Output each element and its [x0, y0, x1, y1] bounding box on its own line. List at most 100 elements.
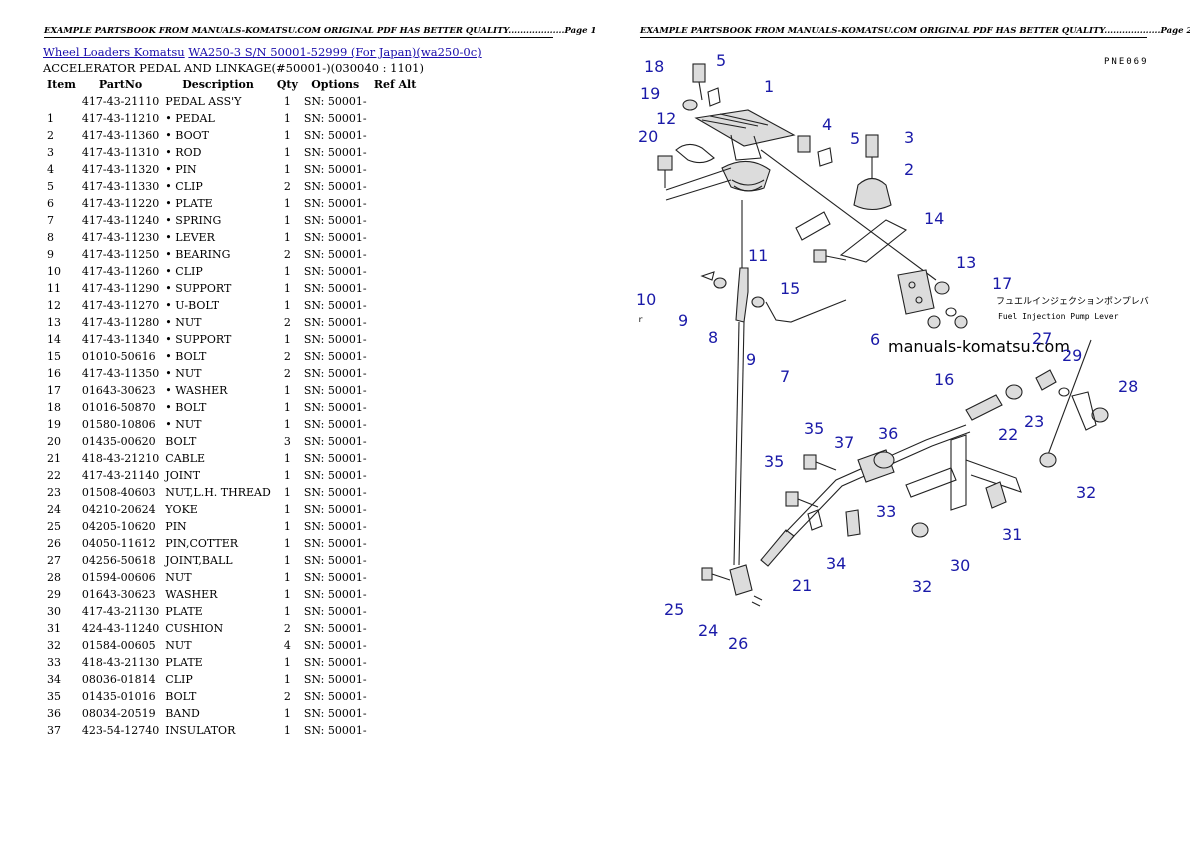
cell-description: • SUPPORT — [165, 282, 232, 295]
cell-partno: 417-43-11360 — [81, 129, 160, 142]
cell-options: SN: 50001- — [303, 707, 367, 720]
cell-options: SN: 50001- — [303, 180, 367, 193]
cell-qty: 4 — [283, 639, 291, 652]
cell-qty: 1 — [283, 282, 291, 295]
cell-partno: 04210-20624 — [81, 503, 156, 516]
callout-label: 25 — [664, 600, 684, 619]
cell-partno: 04050-11612 — [81, 537, 156, 550]
cell-options: SN: 50001- — [303, 554, 367, 567]
cell-options: SN: 50001- — [303, 231, 367, 244]
cell-description: NUT,L.H. THREAD — [165, 486, 271, 499]
cell-item: 31 — [47, 622, 61, 635]
cell-qty: 1 — [283, 197, 291, 210]
cell-options: SN: 50001- — [303, 299, 367, 312]
diagram-code: PNE069 — [1104, 57, 1149, 67]
cell-qty: 2 — [283, 180, 291, 193]
cell-description: • NUT — [165, 418, 202, 431]
cell-qty: 1 — [283, 112, 291, 125]
cell-description: • WASHER — [165, 384, 228, 397]
cell-item: 26 — [47, 537, 61, 550]
breadcrumb-link-category[interactable]: Wheel Loaders Komatsu — [43, 45, 185, 59]
parts-table: Item PartNo Description Qty Options Ref … — [43, 76, 421, 739]
cell-partno: 04256-50618 — [81, 554, 156, 567]
cell-item: 9 — [47, 248, 54, 261]
watermark-text: manuals-komatsu.com — [888, 337, 1070, 356]
callout-label: 5 — [850, 129, 860, 148]
breadcrumb-link-model[interactable]: WA250-3 S/N 50001-52999 (For Japan)(wa25… — [188, 45, 482, 59]
cell-partno: 08036-01814 — [81, 673, 156, 686]
cell-options: SN: 50001- — [303, 129, 367, 142]
cell-ref-alt — [370, 535, 421, 552]
callout-label: 33 — [876, 502, 896, 521]
cell-ref-alt — [370, 671, 421, 688]
cell-item: 17 — [47, 384, 61, 397]
cell-description: YOKE — [165, 503, 198, 516]
callout-label: 35 — [764, 452, 784, 471]
cell-ref-alt — [370, 127, 421, 144]
cell-options: SN: 50001- — [303, 401, 367, 414]
cell-qty: 1 — [283, 231, 291, 244]
cell-item: 22 — [47, 469, 61, 482]
cell-qty: 1 — [283, 469, 291, 482]
cell-qty: 1 — [283, 656, 291, 669]
cell-ref-alt — [370, 722, 421, 739]
cell-options: SN: 50001- — [303, 605, 367, 618]
cell-description: • SUPPORT — [165, 333, 232, 346]
cell-item: 3 — [47, 146, 54, 159]
callout-label: 17 — [992, 274, 1012, 293]
cell-item: 23 — [47, 486, 61, 499]
cell-item: 21 — [47, 452, 61, 465]
cell-qty: 1 — [283, 401, 291, 414]
cell-partno: 424-43-11240 — [81, 622, 160, 635]
callout-label: 15 — [780, 279, 800, 298]
cell-partno: 417-43-11310 — [81, 146, 160, 159]
cell-partno: 417-43-11270 — [81, 299, 160, 312]
cell-description: • BOLT — [165, 401, 207, 414]
cell-partno: 417-43-21130 — [81, 605, 160, 618]
cell-qty: 1 — [283, 605, 291, 618]
cell-partno: 417-43-11330 — [81, 180, 160, 193]
callout-label: 14 — [924, 209, 944, 228]
callout-label: 30 — [950, 556, 970, 575]
callout-label: 36 — [878, 424, 898, 443]
cell-ref-alt — [370, 433, 421, 450]
cell-ref-alt — [370, 705, 421, 722]
cell-ref-alt — [370, 399, 421, 416]
callout-label: 24 — [698, 621, 718, 640]
cell-options: SN: 50001- — [303, 333, 367, 346]
cell-qty: 1 — [283, 163, 291, 176]
cell-item: 6 — [47, 197, 54, 210]
callout-label: 19 — [640, 84, 660, 103]
callout-label: 13 — [956, 253, 976, 272]
cell-ref-alt — [370, 603, 421, 620]
cell-options: SN: 50001- — [303, 435, 367, 448]
cell-ref-alt — [370, 484, 421, 501]
cell-partno: 418-43-21130 — [81, 656, 160, 669]
callout-label: 9 — [746, 350, 756, 369]
cell-partno: 417-43-11210 — [81, 112, 160, 125]
cell-options: SN: 50001- — [303, 452, 367, 465]
cell-options: SN: 50001- — [303, 197, 367, 210]
cell-item: 10 — [47, 265, 61, 278]
cell-ref-alt — [370, 178, 421, 195]
cell-item: 13 — [47, 316, 61, 329]
cell-description: CLIP — [165, 673, 193, 686]
breadcrumb: Wheel Loaders Komatsu WA250-3 S/N 50001-… — [43, 45, 482, 59]
col-header-item: Item — [47, 78, 76, 91]
callout-label: 5 — [716, 51, 726, 70]
cell-description: PIN — [165, 520, 187, 533]
cell-options: SN: 50001- — [303, 486, 367, 499]
cell-partno: 423-54-12740 — [81, 724, 160, 737]
